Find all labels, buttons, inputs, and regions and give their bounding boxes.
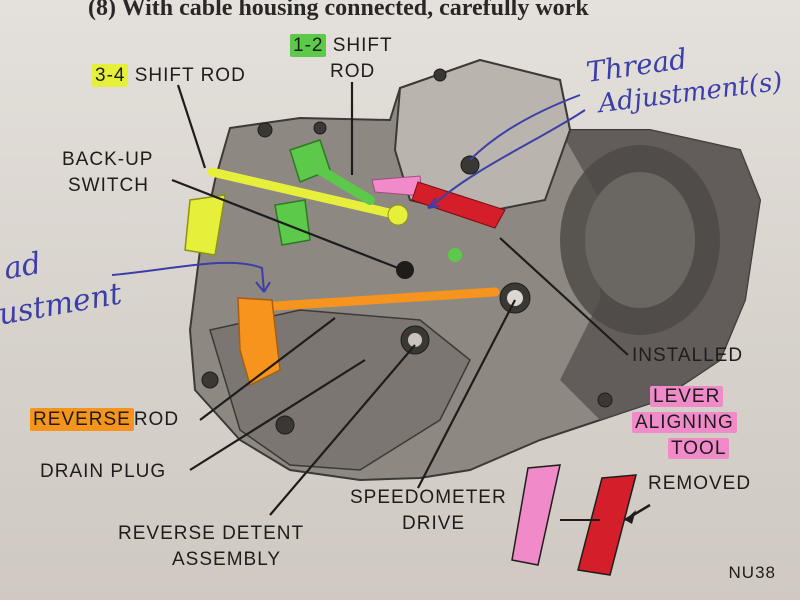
label-aligning: ALIGNING: [632, 412, 737, 433]
figure-code: NU38: [728, 563, 776, 582]
yellow-rod-end: [387, 204, 409, 226]
green-12-bracket: [274, 199, 311, 246]
label-removed: REMOVED: [648, 473, 752, 494]
label-drain-plug: DRAIN PLUG: [40, 461, 167, 482]
label-reverse-detent-line2: ASSEMBLY: [172, 549, 282, 570]
label-reverse-rod-text: ROD: [133, 409, 180, 430]
instruction-text: (8) With cable housing connected, carefu…: [88, 0, 589, 21]
yellow-34-shift-rod: [207, 167, 403, 220]
label-34-text: SHIFT ROD: [134, 65, 246, 86]
lever-aligning-tool-images: [511, 464, 651, 576]
orange-reverse-lever: [237, 297, 281, 387]
label-reverse-detent-line1: REVERSE DETENT: [118, 523, 305, 544]
label-speedometer: SPEEDOMETER: [350, 487, 507, 508]
upper-housing: [393, 58, 572, 217]
label-tool: TOOL: [668, 438, 730, 459]
pen-arrows: [111, 94, 586, 293]
label-12-shift-rod: 1-2 SHIFT: [290, 34, 393, 57]
case-boss-inner: [585, 172, 695, 308]
red-lever: [411, 181, 506, 229]
highlight-34: 3-4: [92, 64, 129, 87]
label-12-rod: ROD: [330, 61, 376, 82]
label-backup-switch-line2: SWITCH: [68, 175, 149, 196]
label-34-shift-rod: 3-4 SHIFT ROD: [92, 64, 246, 87]
highlight-12: 1-2: [290, 34, 327, 57]
speedometer-fitting: [507, 290, 523, 306]
green-12-shift-rod: [315, 165, 375, 205]
label-installed: INSTALLED: [632, 345, 744, 366]
green-nub: [448, 248, 462, 262]
leader-lines: [171, 82, 629, 516]
orange-reverse-rod: [240, 287, 500, 313]
bolts: [201, 68, 613, 435]
highlight-reverse: REVERSE: [30, 408, 134, 431]
backup-switch-body: [396, 261, 414, 279]
label-12-shift: SHIFT: [332, 35, 393, 56]
note-left-line1: ad: [1, 246, 44, 287]
drain-plug-nut: [408, 333, 422, 347]
label-backup-switch-line1: BACK-UP: [62, 149, 154, 170]
label-speedometer-drive: DRIVE: [402, 513, 466, 534]
label-lever: LEVER: [650, 386, 724, 407]
